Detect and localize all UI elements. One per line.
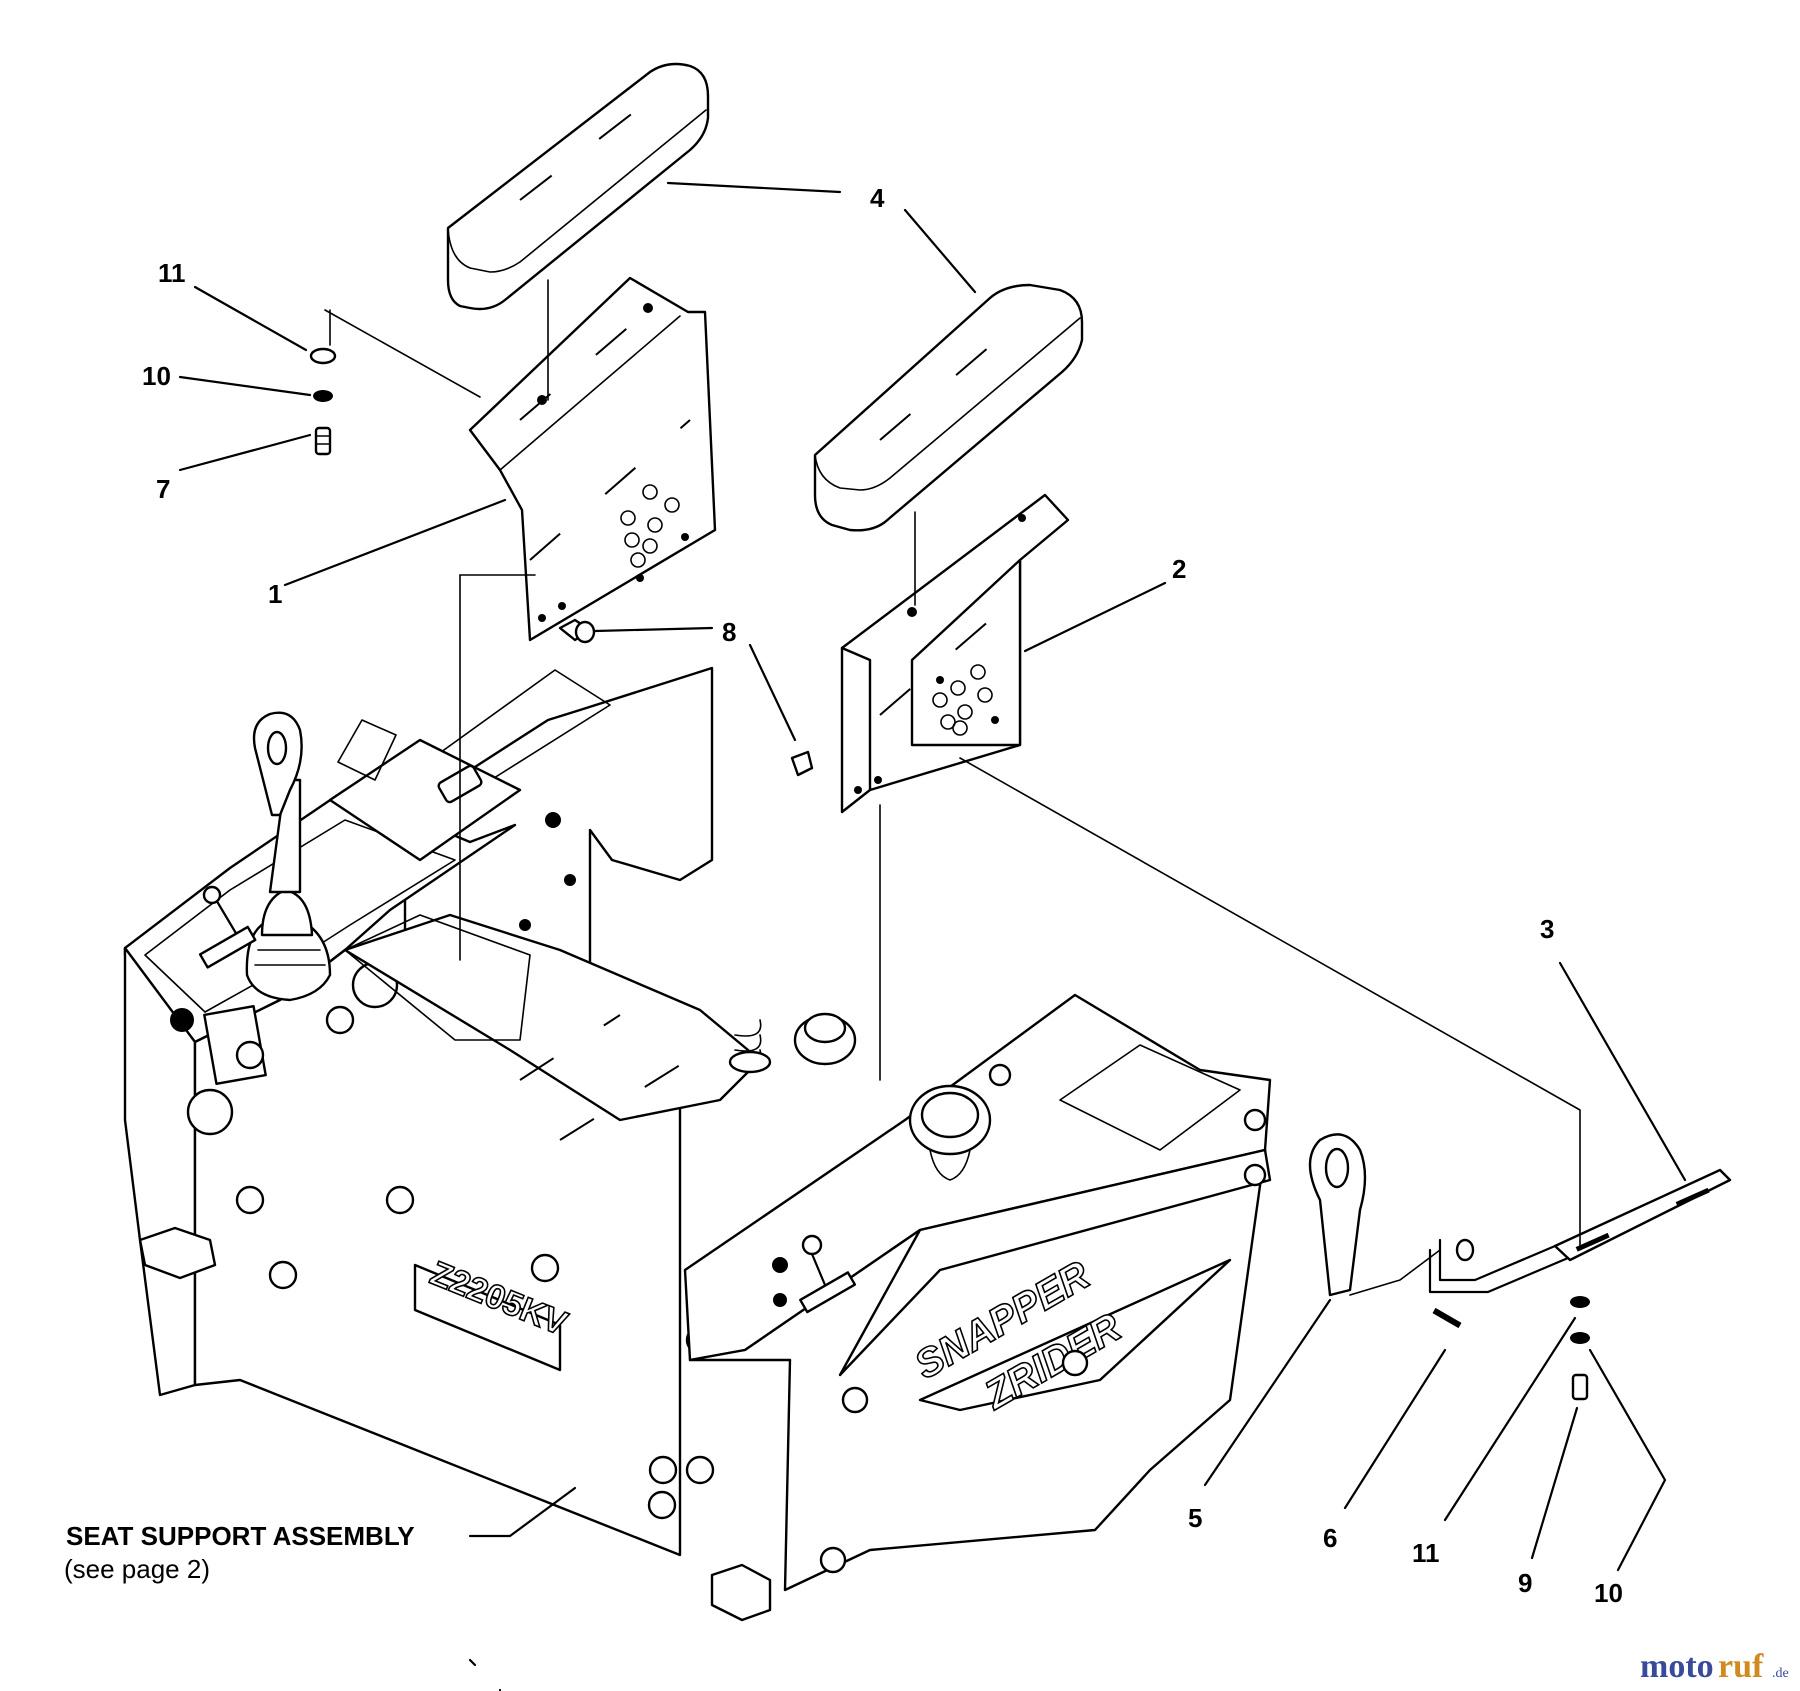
screw-part-9 (1571, 1373, 1589, 1401)
assembly-note-title: SEAT SUPPORT ASSEMBLY (66, 1521, 415, 1551)
callout-4: 4 (870, 183, 885, 213)
bracket-hole-pattern-left (620, 484, 689, 582)
callout-1: 1 (268, 579, 282, 609)
watermark-part2: ruf (1718, 1648, 1764, 1685)
callout-2: 2 (1172, 554, 1186, 584)
seat-adjust-knob (793, 1012, 857, 1066)
fuel-gauge (908, 1084, 992, 1181)
watermark-suffix: .de (1772, 1666, 1789, 1681)
callout-5: 5 (1188, 1503, 1202, 1533)
washer-part-10-right (1570, 1332, 1590, 1344)
callout-7: 7 (156, 474, 170, 504)
throttle-lever-right (772, 1234, 857, 1314)
armrest-bracket-left (468, 276, 717, 642)
armrest-bracket-right (840, 493, 1070, 814)
watermark-part1: moto (1640, 1648, 1714, 1685)
callout-11-right: 11 (1412, 1538, 1440, 1568)
callout-9: 9 (1518, 1568, 1532, 1598)
joystick (245, 711, 332, 1002)
callout-8: 8 (722, 617, 736, 647)
armrest-pad-right (813, 283, 1084, 532)
throttle-lever-left (198, 885, 257, 969)
screw-part-8-right (790, 750, 814, 777)
seat-spring (728, 1019, 772, 1074)
callout-3: 3 (1540, 914, 1554, 944)
washer-part-10-left (313, 390, 333, 402)
callout-6: 6 (1323, 1523, 1337, 1553)
assembly-note-subtitle: (see page 2) (64, 1554, 210, 1584)
washer-part-11-right (1570, 1296, 1590, 1308)
watermark-logo: moto ruf .de (1640, 1648, 1789, 1685)
callout-10-right: 10 (1594, 1578, 1623, 1608)
control-rod-part-3 (1428, 1168, 1732, 1294)
lock-washer-part-11-left (309, 347, 337, 365)
armrest-pad-left (446, 62, 710, 311)
screw-part-7-left (314, 426, 332, 456)
screw-part-8-left (558, 618, 596, 644)
pin-part-6 (1432, 1307, 1462, 1329)
lever-handle-part-5 (1308, 1133, 1441, 1297)
bracket-hole-pattern-right (932, 664, 999, 736)
leader-lines (178, 181, 1687, 1691)
callout-11-left: 11 (158, 258, 186, 288)
seat-support-assembly: Z2205KV (123, 666, 1272, 1622)
callout-10-left: 10 (142, 361, 171, 391)
